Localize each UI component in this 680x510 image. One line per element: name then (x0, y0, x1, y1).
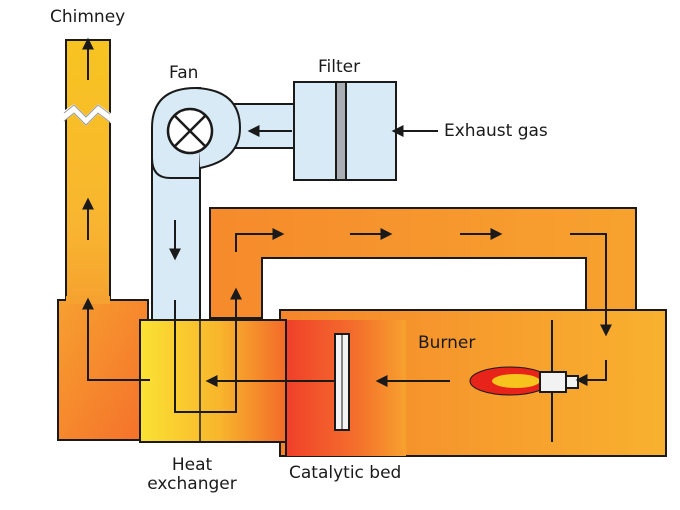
chimney-label: Chimney (50, 7, 126, 27)
fan (151, 87, 297, 179)
heat-exchanger-label-line1: Heat (171, 455, 213, 475)
burner-label: Burner (418, 333, 476, 353)
catalytic-bed (334, 333, 350, 431)
burner-flame-icon (469, 366, 551, 396)
chimney (62, 39, 112, 341)
filter (293, 81, 397, 181)
catalytic-bed-label: Catalytic bed (289, 463, 402, 483)
collector-chamber (57, 299, 149, 441)
heat-exchanger-label: Heat exchanger (142, 456, 242, 494)
fan-label: Fan (169, 63, 199, 83)
filter-label: Filter (318, 57, 361, 77)
fan-impeller-icon (166, 107, 214, 155)
upper-duct (209, 207, 637, 319)
flow-arrows (82, 37, 612, 413)
burner-nozzle-icon (539, 371, 579, 393)
exhaust-gas-label: Exhaust gas (444, 121, 548, 141)
heat-exchanger-label-line2: exchanger (147, 474, 237, 494)
